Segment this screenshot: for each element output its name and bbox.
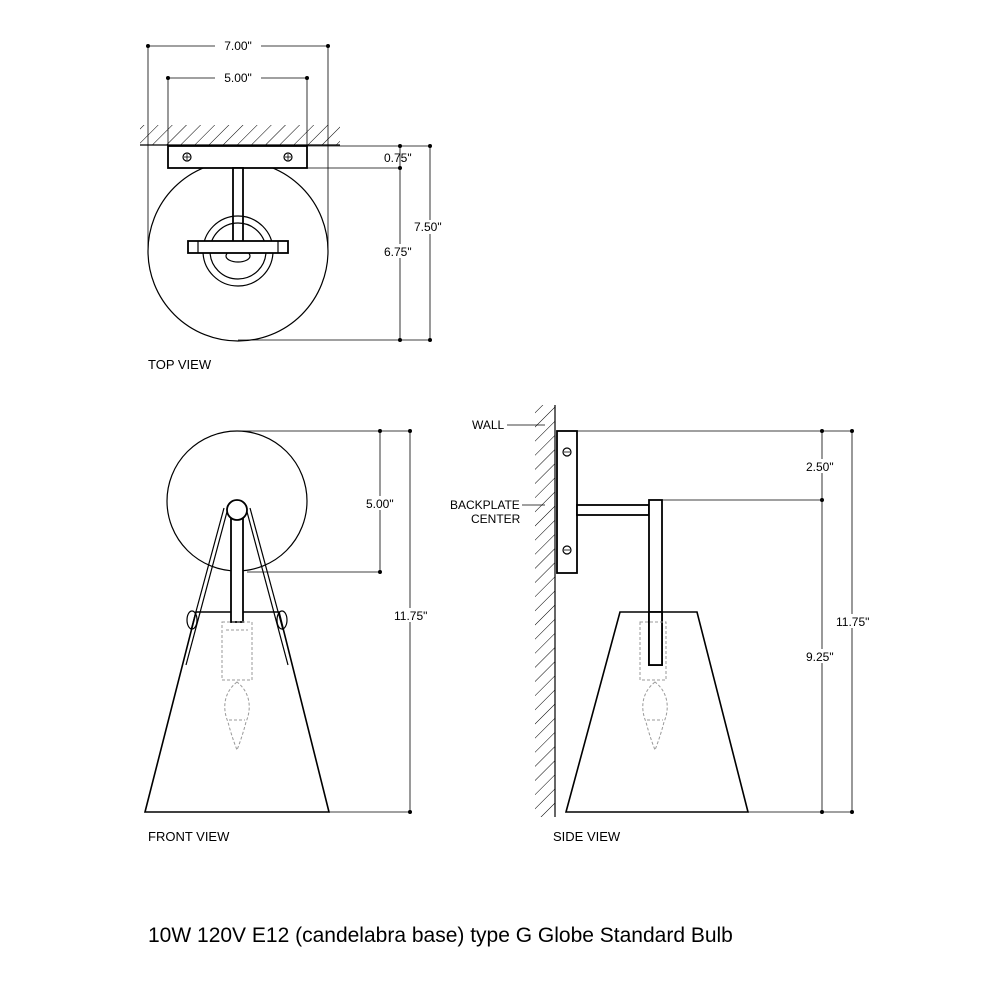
- dim-label-6-75: 6.75": [384, 245, 412, 259]
- side-view-title: SIDE VIEW: [553, 829, 621, 844]
- bulb-outline: [639, 621, 668, 752]
- side-view: WALL BACKPLATE CENTER 2.50" 9.25" 11.75"…: [450, 405, 874, 844]
- dim-backplate-width: 5.00": [166, 70, 309, 147]
- top-crossbar: [187, 240, 289, 254]
- dim-label-5-00-top: 5.00": [224, 71, 252, 85]
- label-backplate: BACKPLATE: [450, 498, 520, 512]
- side-backplate: [556, 430, 578, 574]
- front-view: 5.00" 11.75" FRONT VIEW: [143, 429, 432, 844]
- dim-label-7-50: 7.50": [414, 220, 442, 234]
- side-labels: WALL BACKPLATE CENTER: [450, 418, 545, 526]
- dim-label-5-00-front: 5.00": [366, 497, 394, 511]
- front-view-title: FRONT VIEW: [148, 829, 230, 844]
- label-center: CENTER: [471, 512, 521, 526]
- dim-depths: 0.75" 6.75" 7.50": [238, 144, 448, 342]
- dim-label-2-50: 2.50": [806, 460, 834, 474]
- dim-label-11-75-front: 11.75": [394, 609, 427, 623]
- dim-label-7-00: 7.00": [224, 39, 252, 53]
- label-wall: WALL: [472, 418, 505, 432]
- dim-overall-width: 7.00": [146, 38, 330, 255]
- top-wall-hatch: [140, 125, 340, 145]
- dim-label-11-75-side: 11.75": [836, 615, 869, 629]
- dim-label-0-75: 0.75": [384, 151, 412, 165]
- screw-icon: [283, 152, 293, 162]
- side-wall-hatch: [535, 405, 555, 817]
- top-view-title: TOP VIEW: [148, 357, 212, 372]
- screw-icon: [562, 447, 572, 457]
- screw-icon: [562, 545, 572, 555]
- front-dims: 5.00" 11.75": [237, 429, 432, 814]
- side-dims: 2.50" 9.25" 11.75": [577, 429, 874, 814]
- top-arm: [232, 167, 244, 247]
- top-view: 7.00" 5.00": [140, 38, 448, 372]
- bulb-caption: 10W 120V E12 (candelabra base) type G Gl…: [148, 924, 733, 947]
- screw-icon: [182, 152, 192, 162]
- dim-label-9-25: 9.25": [806, 650, 834, 664]
- front-shade: [143, 611, 331, 813]
- bulb-outline: [221, 621, 253, 752]
